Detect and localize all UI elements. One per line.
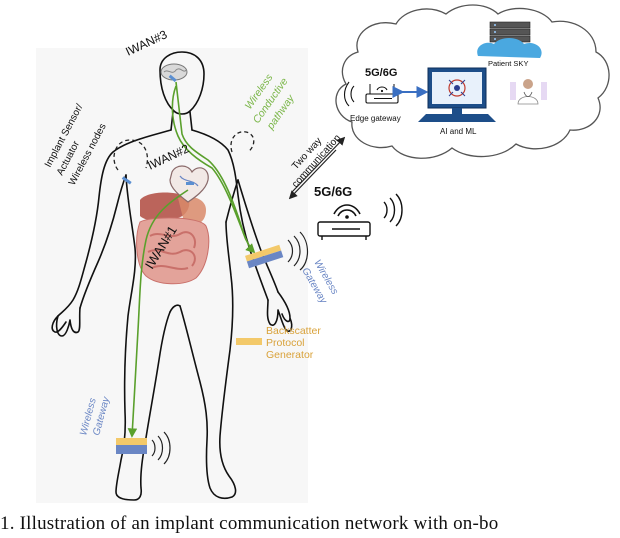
intestines-icon bbox=[136, 217, 210, 285]
ground-network-label: 5G/6G bbox=[314, 184, 352, 199]
cloud-network-label: 5G/6G bbox=[365, 67, 397, 79]
two-way-arrow-up bbox=[291, 136, 346, 193]
server-stack-icon bbox=[477, 21, 542, 58]
edge-signal-arcs bbox=[343, 81, 355, 107]
stomach-icon bbox=[178, 196, 206, 225]
ai-ml-label: AI and ML bbox=[440, 127, 477, 136]
signal-arcs-ankle bbox=[151, 431, 171, 465]
ground-router-icon bbox=[317, 204, 371, 240]
patient-sky-label: Patient SKY bbox=[488, 59, 528, 68]
wrist-gateway bbox=[245, 244, 284, 269]
conductive-pathway-lines bbox=[127, 81, 256, 438]
edge-gateway-label: Edge gateway bbox=[350, 114, 401, 123]
two-way-arrow-down bbox=[288, 149, 337, 200]
backscatter-legend-swatch bbox=[236, 338, 262, 345]
ankle-gateway bbox=[116, 438, 147, 454]
backscatter-line1: Backscatter bbox=[266, 325, 321, 337]
edge-router-icon bbox=[365, 84, 399, 104]
implant-node-heart bbox=[186, 182, 194, 185]
implant-node-arm bbox=[121, 176, 132, 185]
backscatter-line3: Generator bbox=[266, 349, 314, 361]
figure-caption: 1. Illustration of an implant communicat… bbox=[0, 513, 499, 534]
implant-node-head bbox=[168, 74, 177, 83]
signal-arcs-wrist bbox=[287, 231, 309, 271]
ground-signal-arcs bbox=[383, 193, 403, 227]
ai-computer-icon bbox=[418, 67, 496, 122]
backscatter-line2: Protocol bbox=[266, 337, 305, 349]
doctor-avatar-icon bbox=[510, 79, 547, 105]
wireless-dashed-loops bbox=[113, 131, 255, 171]
backscatter-label: Backscatter Protocol Generator bbox=[266, 325, 321, 361]
